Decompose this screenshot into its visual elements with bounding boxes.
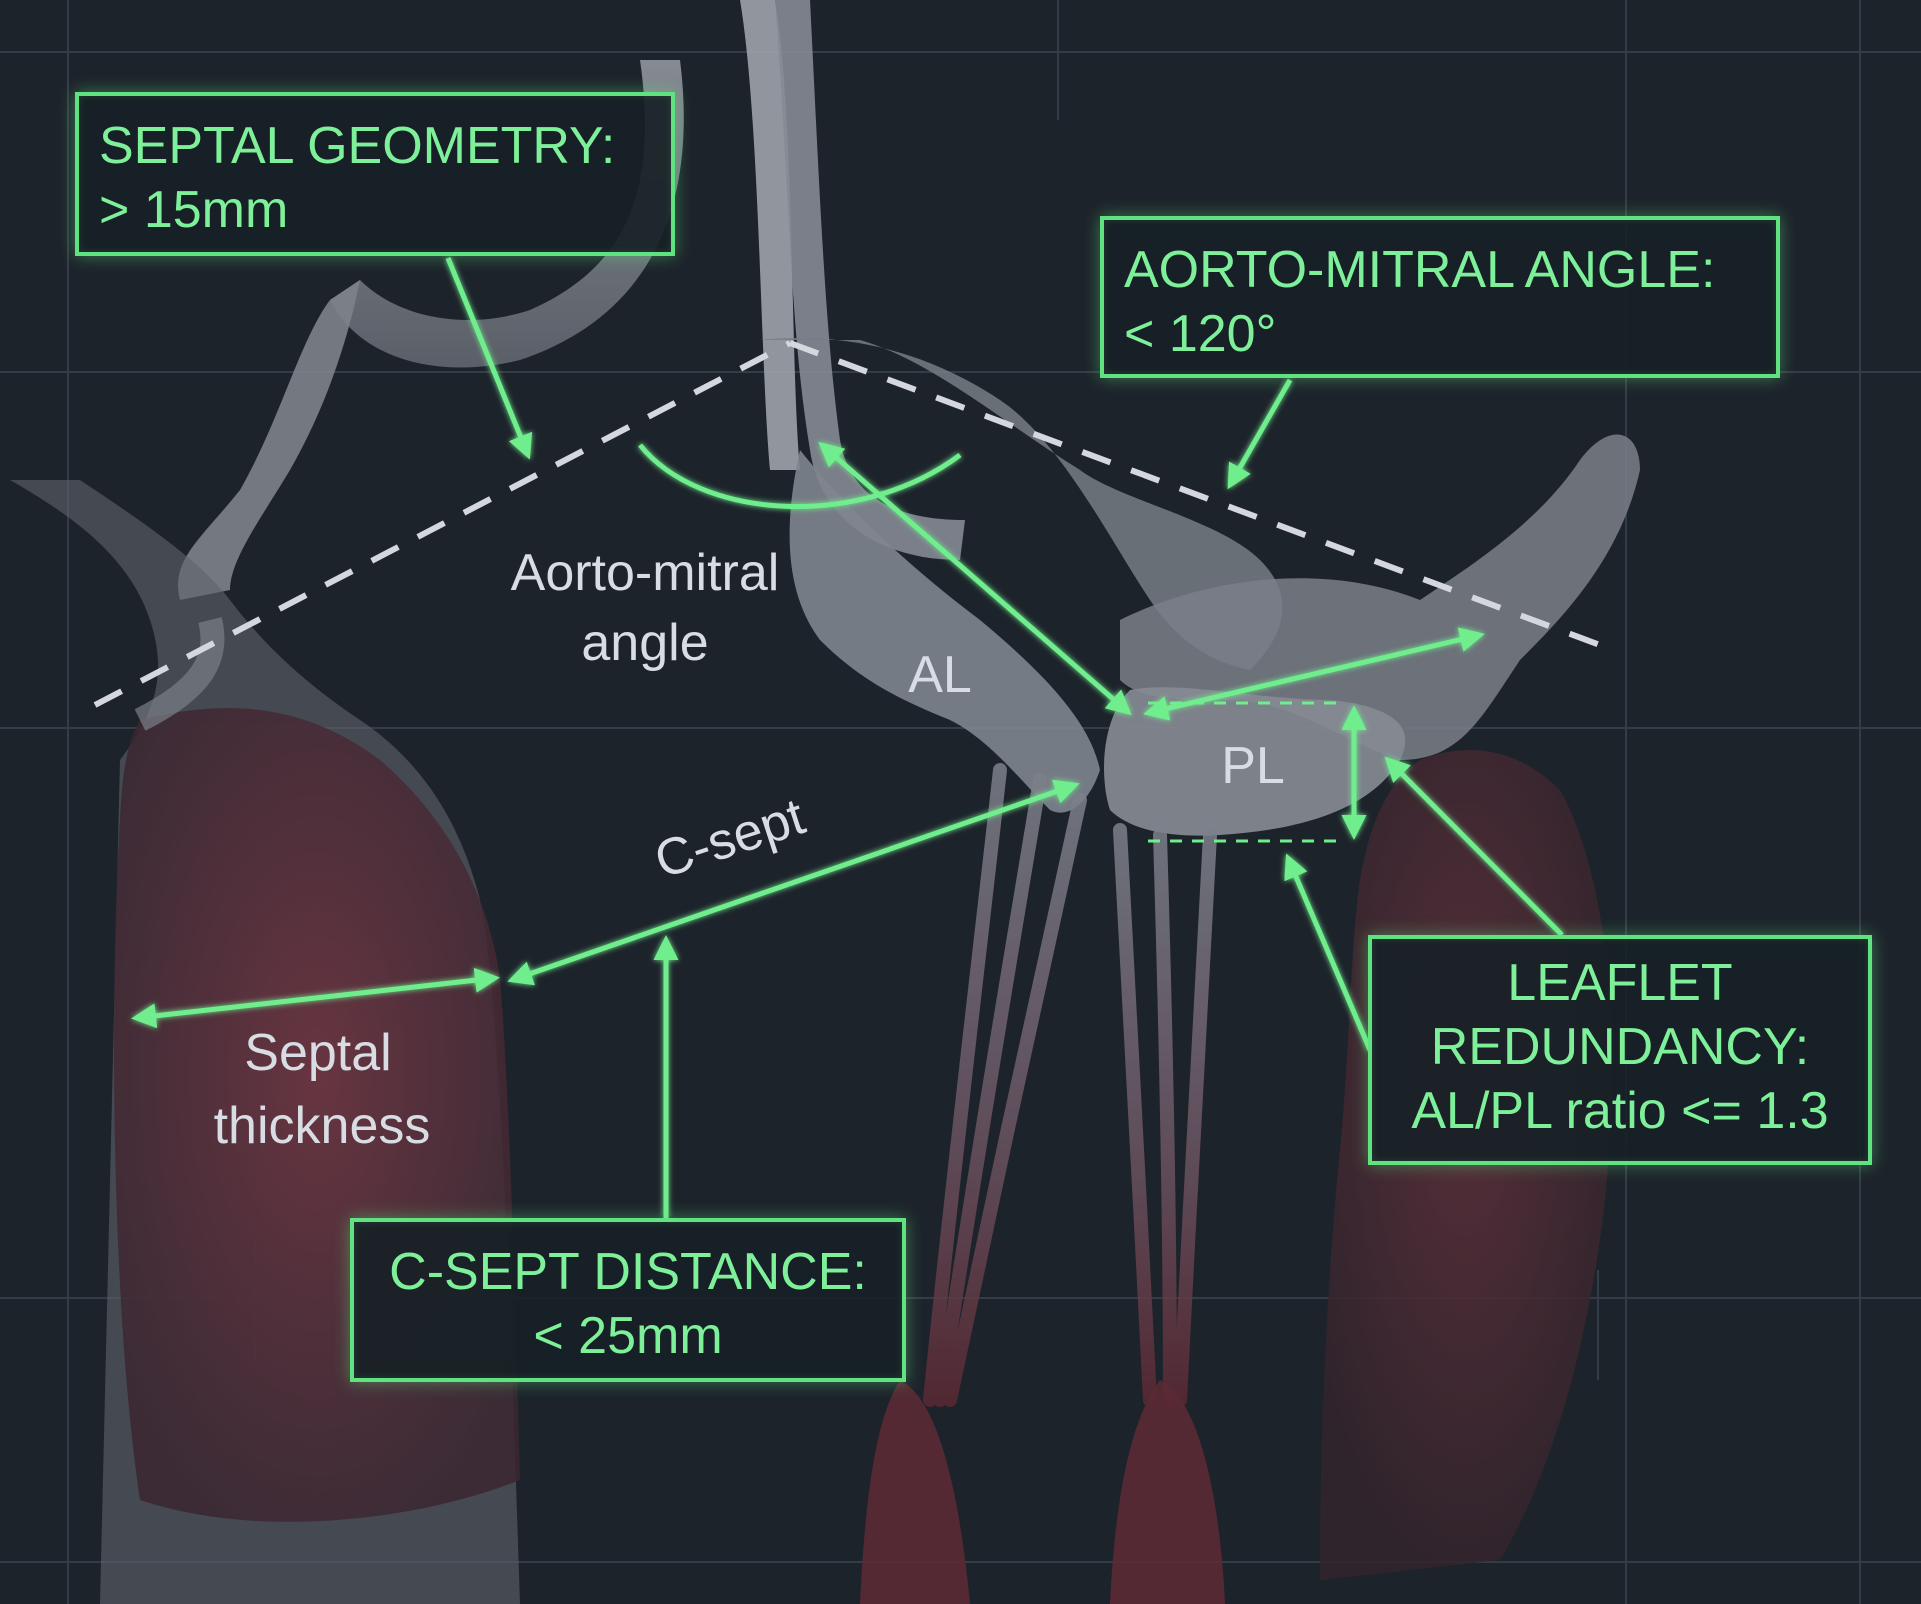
aorto-mitral-label: Aorto-mitral [511, 544, 780, 602]
aorto-mitral-angle-title: AORTO-MITRAL ANGLE: [1124, 238, 1756, 302]
pl-label: PL [1221, 737, 1285, 795]
chordae-tendineae [930, 770, 1210, 1400]
c-sept-distance-value: < 25mm [374, 1304, 882, 1368]
leaflet-redundancy-line3: AL/PL ratio <= 1.3 [1382, 1079, 1858, 1143]
leaflet-redundancy-line2: REDUNDANCY: [1382, 1015, 1858, 1079]
aorto-mitral-angle-arrow [1230, 380, 1290, 485]
septal-geometry-value: > 15mm [99, 178, 651, 242]
leaflet-redundancy-callout: LEAFLET REDUNDANCY: AL/PL ratio <= 1.3 [1368, 935, 1872, 1165]
septal-geometry-title: SEPTAL GEOMETRY: [99, 114, 651, 178]
leaflet-redundancy-line1: LEAFLET [1382, 951, 1858, 1015]
aorto-mitral-angle-callout: AORTO-MITRAL ANGLE: < 120° [1100, 216, 1780, 378]
c-sept-distance-callout: C-SEPT DISTANCE: < 25mm [350, 1218, 906, 1382]
thickness-label: thickness [214, 1097, 431, 1155]
c-sept-distance-title: C-SEPT DISTANCE: [374, 1240, 882, 1304]
septal-geometry-callout: SEPTAL GEOMETRY: > 15mm [75, 92, 675, 256]
c-sept-label: C-sept [648, 787, 812, 890]
septal-label: Septal [244, 1024, 391, 1082]
angle-label: angle [581, 614, 708, 672]
aorto-mitral-angle-value: < 120° [1124, 302, 1756, 366]
al-label: AL [908, 646, 972, 704]
